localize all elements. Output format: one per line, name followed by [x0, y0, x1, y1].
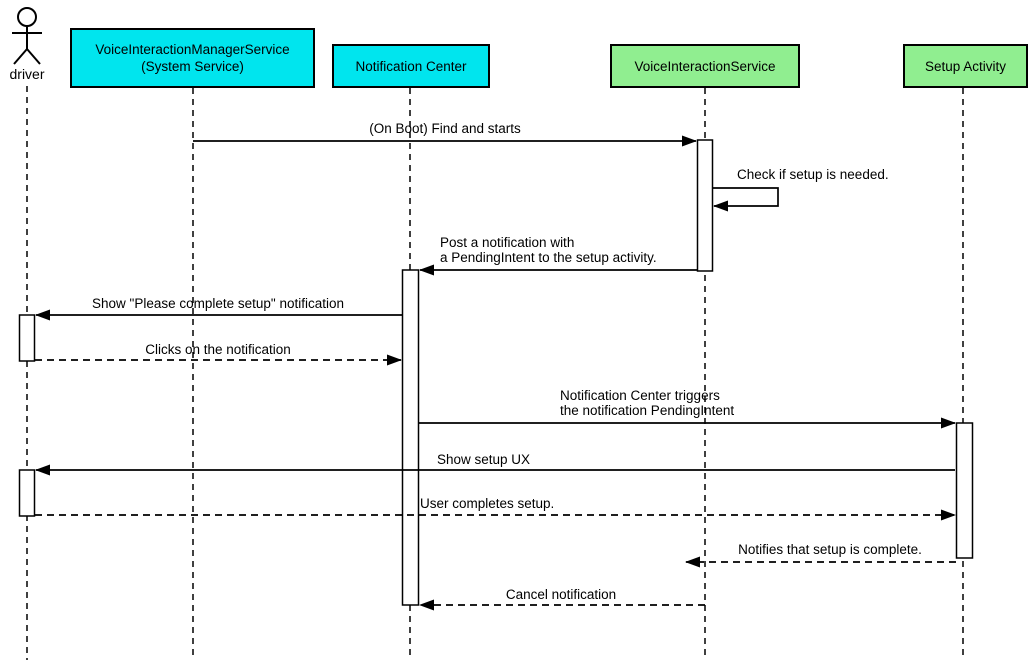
message-label-post-a-notification: Post a notification with a PendingIntent…: [440, 235, 657, 265]
activation-driver-2: [18, 469, 36, 517]
message-label-user-completes-setup: User completes setup.: [420, 496, 555, 511]
message-label-notifies-setup-complete: Notifies that setup is complete.: [738, 542, 922, 557]
activation-setup-activity: [955, 422, 974, 559]
participant-box-notification-center: Notification Center: [332, 44, 490, 88]
participant-box-setup-activity: Setup Activity: [903, 44, 1028, 88]
activation-driver-1: [18, 314, 36, 362]
activation-voiceinteractionservice: [696, 139, 714, 272]
message-label-on-boot-find-and-starts: (On Boot) Find and starts: [369, 121, 521, 136]
arrow-check-if-setup-needed-self: [713, 187, 779, 212]
participant-box-voiceinteractionservice: VoiceInteractionService: [610, 44, 800, 88]
actor-label-driver: driver: [9, 66, 45, 82]
activation-notification-center: [401, 269, 420, 606]
message-label-cancel-notification: Cancel notification: [505, 587, 617, 602]
message-label-check-if-setup-needed: Check if setup is needed.: [737, 167, 889, 182]
activation-bars: [18, 139, 974, 606]
message-label-show-setup-ux: Show setup UX: [437, 452, 531, 467]
actor-figure: [12, 7, 42, 65]
message-label-clicks-on-notification: Clicks on the notification: [145, 342, 291, 357]
actor-head: [17, 7, 37, 27]
message-label-triggers-pendingintent: Notification Center triggers the notific…: [560, 388, 735, 418]
participant-box-voiceinteractionmanagerservice: VoiceInteractionManagerService (System S…: [70, 28, 315, 88]
message-label-show-please-complete-setup: Show "Please complete setup" notificatio…: [92, 296, 344, 311]
message-arrows: [35, 135, 956, 611]
